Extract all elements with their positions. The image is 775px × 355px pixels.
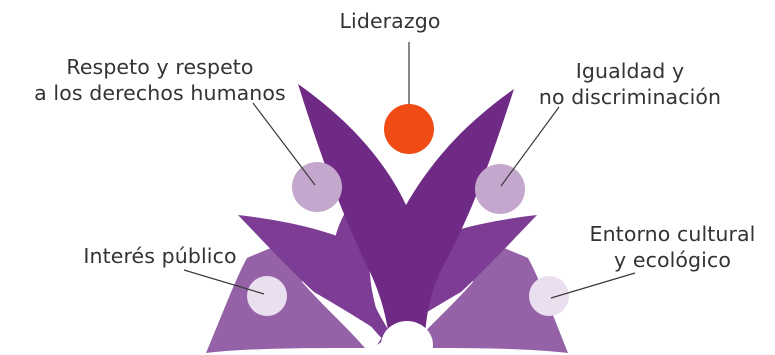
- central-figure: [298, 84, 514, 336]
- circle-top: [384, 104, 434, 154]
- circle-lower-right: [529, 276, 569, 316]
- connector-upper-right: [500, 106, 560, 187]
- inner-left-petal: [333, 203, 388, 345]
- label-human-rights: Respeto y respeto a los derechos humanos: [34, 55, 286, 105]
- lower-right-petal: [410, 232, 568, 353]
- circle-upper-right: [475, 164, 525, 214]
- circle-lower-left: [247, 276, 287, 316]
- circle-upper-left: [292, 162, 342, 212]
- center-cap: [381, 321, 433, 355]
- connector-lower-right: [550, 272, 636, 299]
- connector-lower-left: [183, 269, 265, 295]
- label-public-interest: Interés público: [83, 244, 237, 268]
- label-equality: Igualdad y no discriminación: [538, 59, 722, 109]
- label-leadership: Liderazgo: [339, 9, 441, 33]
- label-cultural-environment: Entorno cultural y ecológico: [589, 222, 756, 272]
- connector-upper-left: [252, 102, 316, 186]
